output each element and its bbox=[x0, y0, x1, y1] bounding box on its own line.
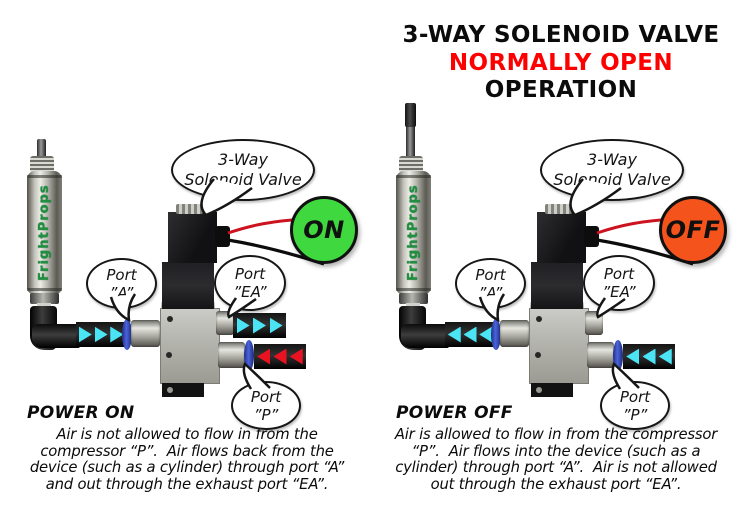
solenoid-top-screw bbox=[545, 204, 572, 214]
tube-port-p bbox=[254, 344, 306, 369]
flow-arrow-icon bbox=[269, 317, 283, 334]
blocked-flow-arrow-icon bbox=[257, 348, 271, 365]
fitting-port-p bbox=[587, 342, 614, 368]
fitting-port-p bbox=[218, 342, 245, 368]
compression-fitting-a bbox=[131, 320, 160, 347]
fitting-port-ea bbox=[585, 311, 603, 335]
speech-bubble-valve: 3-Way Solenoid Valve bbox=[540, 139, 684, 201]
cylinder-brand-label: FrightProps bbox=[37, 184, 52, 282]
speech-bubble-port-a: Port ”A” bbox=[455, 258, 526, 309]
speech-bubble-port-ea: Port ”EA” bbox=[583, 255, 655, 311]
cylinder-body: FrightProps bbox=[27, 171, 62, 295]
tube-port-a bbox=[76, 322, 126, 347]
flow-arrow-icon bbox=[658, 348, 672, 365]
valve-coil-section bbox=[162, 262, 214, 309]
valve-screw bbox=[536, 316, 542, 322]
cable-gland bbox=[215, 226, 230, 247]
speech-bubble-port-p: Port ”P” bbox=[231, 381, 301, 430]
flow-arrow-icon bbox=[463, 326, 477, 343]
page-title: 3-WAY SOLENOID VALVE NORMALLY OPEN OPERA… bbox=[378, 22, 744, 105]
cylinder-collar bbox=[399, 156, 423, 173]
elbow-fitting-horizontal bbox=[401, 324, 449, 348]
solenoid-coil bbox=[537, 212, 586, 263]
valve-screw bbox=[167, 316, 173, 322]
flow-arrow-icon bbox=[236, 317, 250, 334]
power-state-badge: ON bbox=[290, 196, 358, 264]
blocked-flow-arrow-icon bbox=[273, 348, 287, 365]
cylinder-end-cap bbox=[30, 293, 59, 304]
cylinder-collar bbox=[30, 156, 54, 173]
flow-arrow-icon bbox=[78, 326, 92, 343]
solenoid-coil bbox=[168, 212, 217, 263]
push-fit-ring-a bbox=[491, 319, 501, 350]
caption-body-power-on: Air is not allowed to flow in from the c… bbox=[29, 426, 345, 493]
tube-port-ea bbox=[233, 313, 286, 338]
compression-fitting-a bbox=[500, 320, 529, 347]
cylinder-brand-label: FrightProps bbox=[406, 184, 421, 282]
push-fit-ring-p bbox=[244, 340, 254, 371]
power-state-badge: OFF bbox=[659, 196, 727, 264]
blocked-flow-arrow-icon bbox=[289, 348, 303, 365]
title-line-3: OPERATION bbox=[484, 77, 638, 103]
title-line-2: NORMALLY OPEN bbox=[448, 49, 674, 76]
caption-title-power-off: POWER OFF bbox=[396, 403, 513, 423]
speech-bubble-valve: 3-Way Solenoid Valve bbox=[171, 139, 315, 201]
cylinder-rod bbox=[37, 139, 46, 158]
valve-foot bbox=[162, 383, 204, 397]
tube-port-a bbox=[445, 322, 495, 347]
caption-title-power-on: POWER ON bbox=[27, 403, 135, 423]
caption-body-power-off: Air is allowed to flow in from the compr… bbox=[394, 426, 718, 493]
cable-gland bbox=[584, 226, 599, 247]
flow-arrow-icon bbox=[447, 326, 461, 343]
cylinder-end-cap bbox=[399, 293, 428, 304]
push-fit-ring-a bbox=[122, 319, 132, 350]
cylinder-rod bbox=[405, 103, 416, 161]
valve-screw bbox=[166, 352, 172, 358]
speech-bubble-port-p: Port ”P” bbox=[600, 381, 670, 430]
valve-coil-section bbox=[531, 262, 583, 309]
solenoid-top-screw bbox=[176, 204, 203, 214]
valve-foot bbox=[531, 383, 573, 397]
flow-arrow-icon bbox=[94, 326, 108, 343]
flow-arrow-icon bbox=[642, 348, 656, 365]
valve-screw bbox=[535, 352, 541, 358]
flow-arrow-icon bbox=[253, 317, 266, 334]
flow-arrow-icon bbox=[626, 348, 640, 365]
tube-port-p bbox=[623, 344, 675, 369]
cylinder-body: FrightProps bbox=[396, 171, 431, 295]
title-line-1: 3-WAY SOLENOID VALVE bbox=[402, 22, 720, 48]
speech-bubble-port-a: Port ”A” bbox=[86, 258, 157, 309]
push-fit-ring-p bbox=[613, 340, 623, 371]
fitting-port-ea bbox=[216, 311, 234, 335]
speech-bubble-port-ea: Port ”EA” bbox=[214, 255, 286, 311]
panel-power-on: FrightProps ON 3-Way So bbox=[27, 139, 358, 493]
elbow-fitting-horizontal bbox=[32, 324, 80, 348]
